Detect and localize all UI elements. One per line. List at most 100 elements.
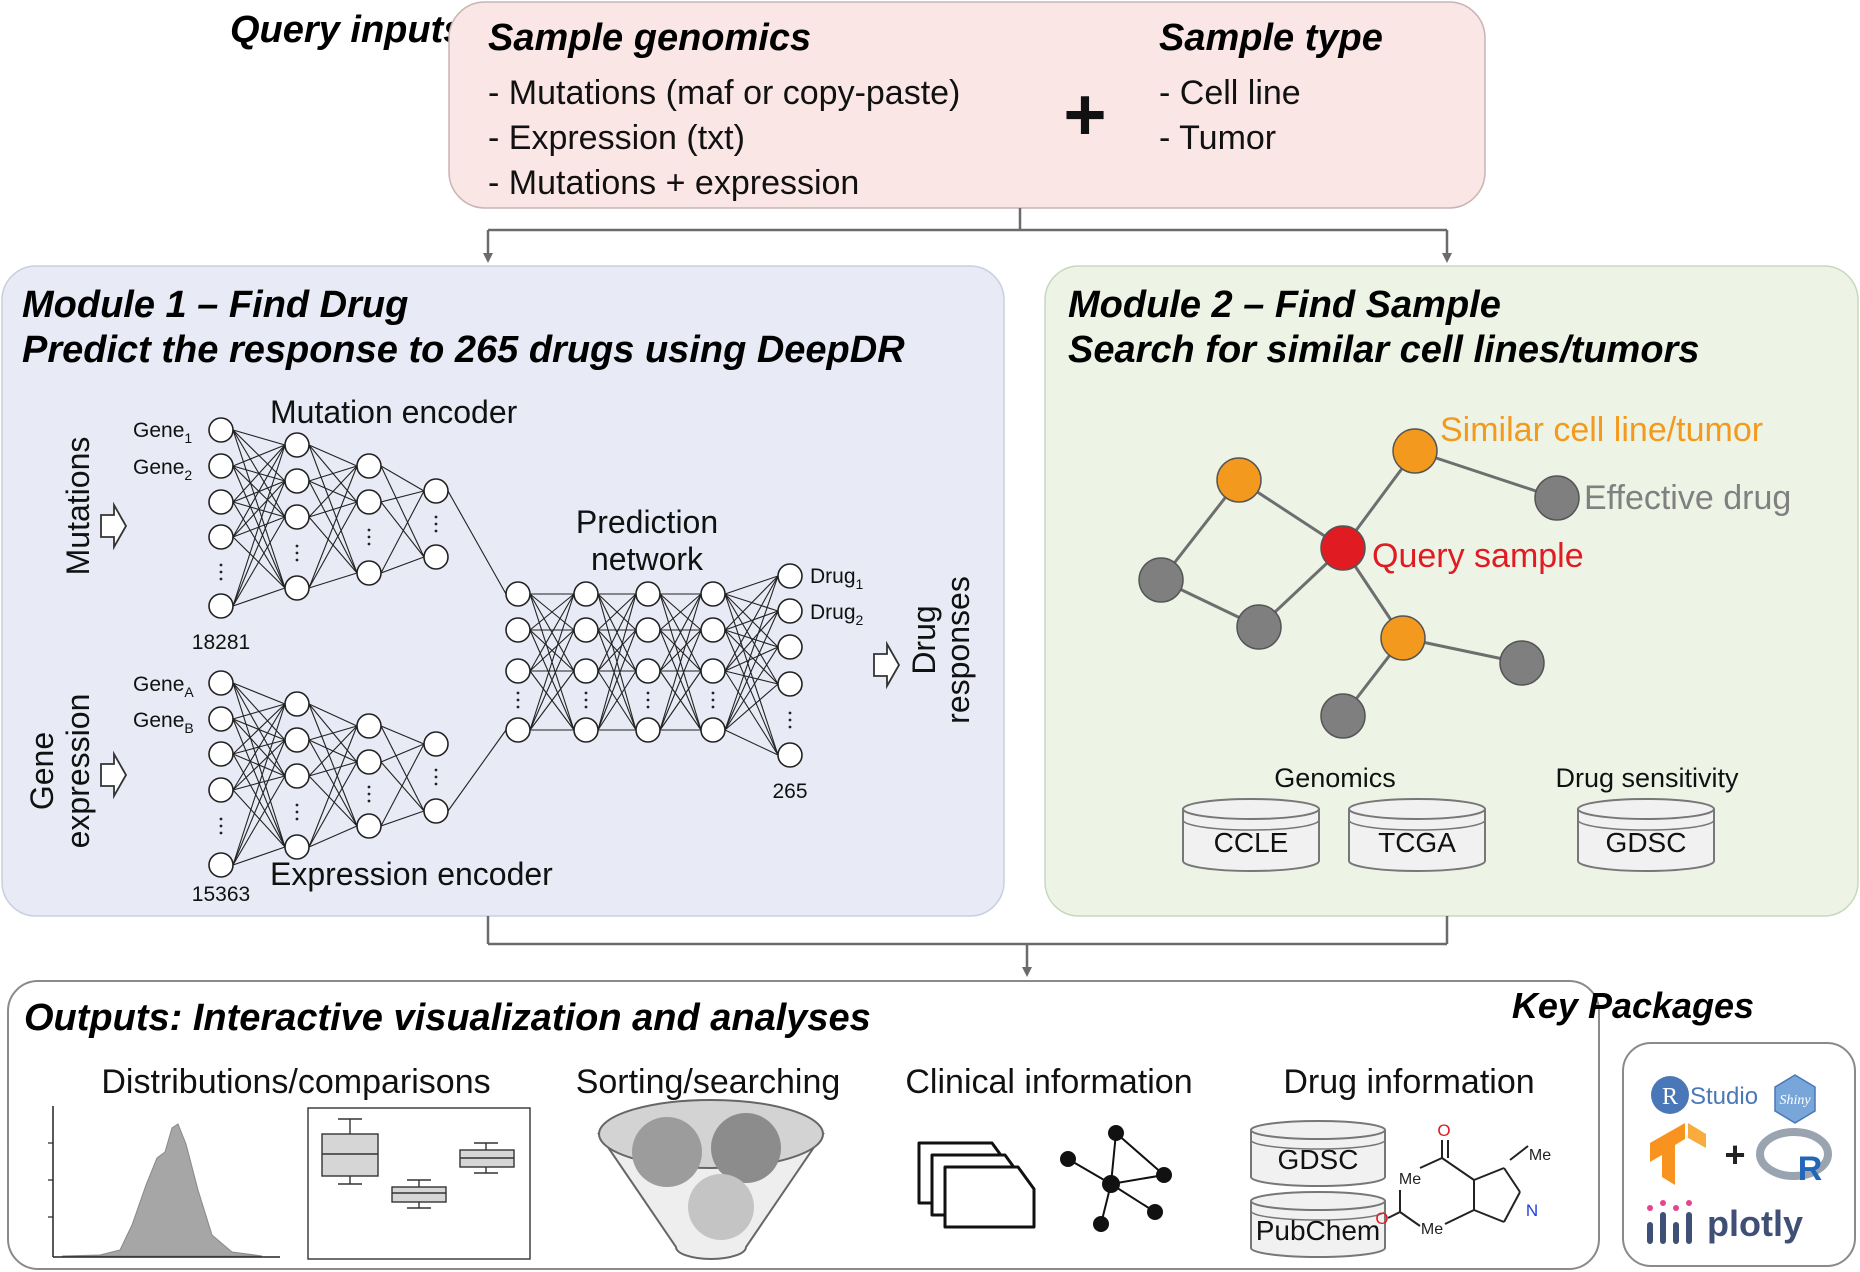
- ellipsis-dot: [367, 785, 371, 789]
- tensorflow-logo-icon: [1650, 1123, 1706, 1185]
- outputs-title: Outputs: Interactive visualization and a…: [24, 997, 871, 1039]
- network-connection: [659, 593, 702, 672]
- rstudio-logo-icon: [1651, 1076, 1689, 1114]
- network-neuron: [573, 617, 599, 643]
- network-connection: [380, 743, 425, 827]
- network-neuron: [208, 593, 234, 619]
- geneB-label: GeneB: [133, 709, 194, 736]
- tcga-db-label: TCGA: [1378, 827, 1456, 858]
- network-connection: [659, 629, 702, 731]
- r-logo-icon: [1756, 1128, 1832, 1180]
- drug-node: [1138, 557, 1184, 603]
- genomics-item-both: - Mutations + expression: [488, 164, 859, 202]
- drug-responses-label-line2: responses: [940, 576, 976, 724]
- gene-expression-side-label-line1: Gene: [24, 732, 60, 810]
- network-connection: [529, 593, 575, 631]
- network-neuron: [777, 742, 803, 768]
- sample-genomics-title: Sample genomics: [488, 17, 811, 59]
- ellipsis-dot: [367, 535, 371, 539]
- ellipsis-dot: [788, 725, 792, 729]
- network-neuron: [423, 731, 449, 757]
- expression-input-count: 15363: [192, 883, 250, 906]
- network-connection: [724, 575, 779, 731]
- network-neuron: [208, 453, 234, 479]
- ellipsis-dot: [219, 570, 223, 574]
- network-connection: [597, 593, 637, 731]
- network-neuron: [208, 777, 234, 803]
- network-connection: [380, 465, 425, 558]
- network-neuron: [635, 581, 661, 607]
- network-neuron: [777, 563, 803, 589]
- module2-box: [1044, 265, 1859, 917]
- output-arrow-icon: [873, 640, 901, 690]
- network-connection: [232, 682, 286, 705]
- genomics-item-expression: - Expression (txt): [488, 119, 745, 157]
- box-plot-icon: [307, 1107, 531, 1260]
- network-edge: [1414, 449, 1558, 500]
- network-connection: [308, 465, 358, 482]
- network-neuron: [284, 575, 310, 601]
- gene-expression-side-label-line2: expression: [60, 694, 96, 849]
- network-connection: [724, 629, 779, 685]
- ellipsis-dot: [434, 529, 438, 533]
- network-connection: [724, 629, 779, 756]
- network-connection: [724, 629, 779, 648]
- neural-network-nodes: [208, 417, 803, 878]
- ellipsis-dot: [434, 782, 438, 786]
- mutation-input-count: 18281: [192, 631, 250, 654]
- network-connection: [308, 444, 358, 467]
- network-neuron: [208, 670, 234, 696]
- network-neuron: [700, 581, 726, 607]
- ellipsis-dot: [711, 691, 715, 695]
- network-connection: [380, 490, 425, 503]
- genomics-item-mutations: - Mutations (maf or copy-paste): [488, 74, 960, 112]
- network-connection: [380, 501, 425, 558]
- ellipsis-dot: [219, 831, 223, 835]
- effective-drug-label: Effective drug: [1584, 479, 1791, 517]
- network-neuron: [700, 617, 726, 643]
- network-connection: [597, 629, 637, 672]
- network-neuron: [505, 658, 531, 684]
- tf-plus-sign: +: [1724, 1134, 1745, 1175]
- network-neuron: [356, 453, 382, 479]
- network-connection: [308, 725, 358, 741]
- network-connection: [232, 739, 286, 866]
- drug-node: [1499, 640, 1545, 686]
- ccle-db-label: CCLE: [1214, 827, 1289, 858]
- network-neuron: [700, 717, 726, 743]
- key-packages-title: Key Packages: [1512, 985, 1754, 1026]
- network-connection: [232, 703, 286, 866]
- network-connection: [529, 629, 575, 731]
- network-connection: [529, 593, 575, 731]
- network-connection: [724, 575, 779, 631]
- ellipsis-dot: [711, 698, 715, 702]
- network-connection: [232, 703, 286, 791]
- network-connection: [724, 670, 779, 685]
- module2-title: Module 2 – Find Sample: [1068, 284, 1501, 326]
- network-neuron: [208, 852, 234, 878]
- network-connection: [380, 556, 425, 574]
- modules-to-outputs-connector: [486, 916, 1449, 977]
- network-connection: [308, 775, 358, 827]
- network-neuron: [284, 727, 310, 753]
- prediction-network-label-line1: Prediction: [576, 504, 718, 540]
- gdsc-output-database-icon: [1250, 1120, 1386, 1187]
- network-connection: [659, 593, 702, 731]
- ellipsis-dot: [646, 691, 650, 695]
- network-neuron: [356, 813, 382, 839]
- network-connection: [232, 516, 286, 607]
- network-connection: [308, 825, 358, 848]
- network-connection: [724, 670, 779, 756]
- network-connection: [308, 572, 358, 589]
- molecule-oxygen-left: O: [1375, 1209, 1388, 1228]
- network-connection: [232, 703, 286, 720]
- ellipsis-dot: [367, 528, 371, 532]
- network-connection: [308, 465, 358, 589]
- pubchem-output-label: PubChem: [1256, 1215, 1381, 1246]
- gene2-label: Gene2: [133, 456, 192, 483]
- ellipsis-dot: [788, 711, 792, 715]
- network-neuron: [208, 741, 234, 767]
- network-connection: [597, 629, 637, 731]
- stacked-documents-icon: [917, 1141, 1036, 1229]
